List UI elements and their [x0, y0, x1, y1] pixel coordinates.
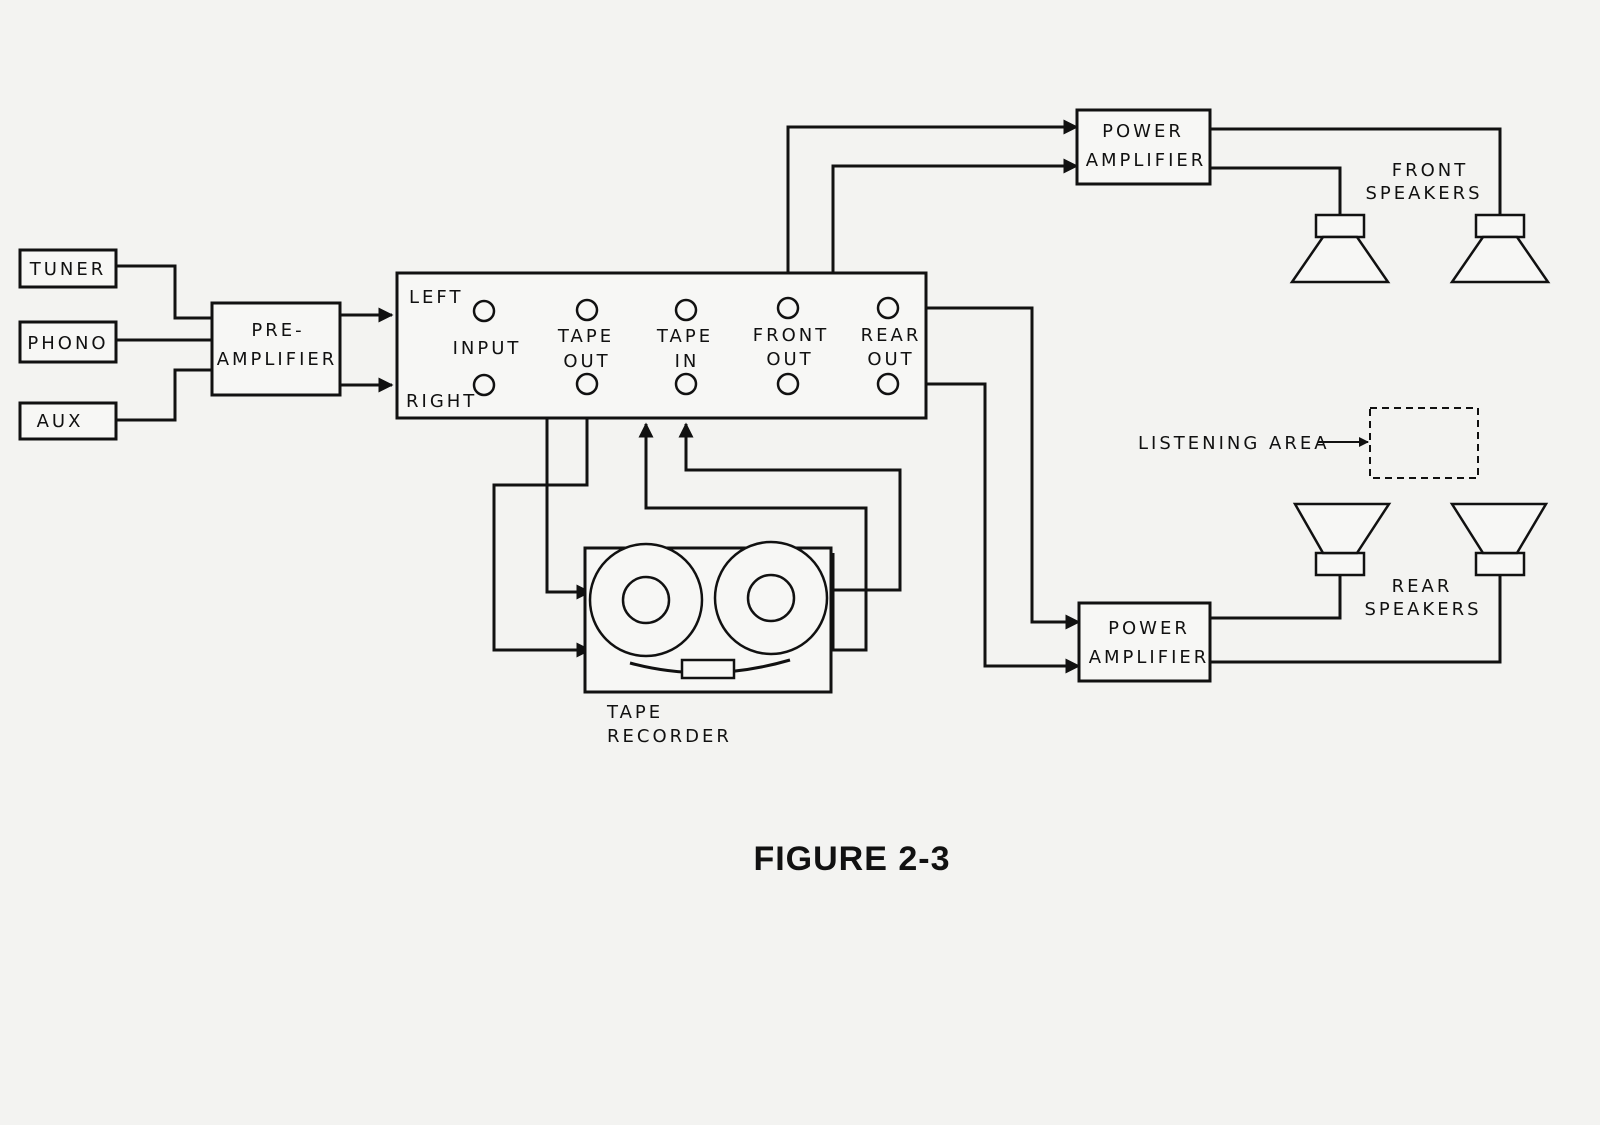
rear-amp-label-line1: POWER	[1108, 618, 1190, 639]
tape-out-label-line1: TAPE	[557, 326, 614, 347]
rear-out-left-jack	[876, 296, 900, 320]
tape-recorder: TAPE RECORDER	[583, 540, 833, 747]
connection-wires	[116, 119, 1502, 674]
front-power-amplifier: POWER AMPLIFIER	[1075, 108, 1212, 186]
tape-head-icon	[680, 658, 736, 680]
front-out-right-jack	[776, 372, 800, 396]
tape-in-label-line2: IN	[675, 351, 700, 372]
front-speaker-right-icon	[1449, 213, 1551, 284]
wire-rear-out-amp-a	[888, 306, 1081, 630]
front-amp-label-line1: POWER	[1102, 121, 1184, 142]
aux-label: AUX	[37, 411, 84, 432]
rear-out-label-line2: OUT	[867, 349, 914, 370]
front-amp-label-line2: AMPLIFIER	[1086, 150, 1207, 171]
input-left-jack	[472, 299, 496, 323]
listening-area-box	[1369, 407, 1479, 479]
left-label: LEFT	[409, 287, 463, 308]
tape-out-left-jack	[575, 298, 599, 322]
aux-box: AUX	[18, 401, 118, 441]
wire-front-out-amp-a	[786, 119, 1079, 308]
rear-amp-label-line2: AMPLIFIER	[1089, 647, 1210, 668]
tape-out-right-jack	[575, 372, 599, 396]
front-out-label-line1: FRONT	[753, 325, 830, 346]
preamplifier-box: PRE- AMPLIFIER	[210, 301, 342, 397]
rear-out-label-line1: REAR	[861, 325, 922, 346]
wire-front-amp-spk1	[1210, 166, 1342, 215]
input-label: INPUT	[453, 338, 522, 359]
tape-recorder-label-line1: TAPE	[606, 702, 663, 723]
preamp-label-line2: AMPLIFIER	[217, 349, 338, 370]
phono-label: PHONO	[27, 333, 108, 354]
phono-box: PHONO	[18, 320, 118, 364]
wire-front-amp-spk2	[1210, 127, 1502, 215]
rear-speaker-left-icon	[1292, 502, 1392, 577]
tape-in-label-line1: TAPE	[656, 326, 713, 347]
front-out-left-jack	[776, 296, 800, 320]
rear-speakers: REAR SPEAKERS	[1292, 502, 1549, 620]
wire-tape-in-right	[678, 422, 902, 592]
rear-out-right-jack	[876, 372, 900, 396]
right-label: RIGHT	[406, 391, 477, 412]
wire-rear-amp-spk2	[1210, 575, 1502, 664]
tape-in-left-jack	[674, 298, 698, 322]
wire-rear-amp-spk1	[1210, 575, 1342, 620]
tuner-box: TUNER	[18, 248, 118, 289]
tape-out-label-line2: OUT	[563, 351, 610, 372]
input-right-jack	[472, 373, 496, 397]
wire-rear-out-amp-b	[888, 382, 1081, 674]
front-speakers-label-line1: FRONT	[1392, 160, 1469, 181]
takeup-reel-hub-icon	[746, 573, 796, 623]
rear-speaker-right-icon	[1449, 502, 1549, 577]
rear-speakers-label-line1: REAR	[1392, 576, 1453, 597]
rear-power-amplifier: POWER AMPLIFIER	[1077, 601, 1212, 683]
wire-tape-out-right	[492, 384, 592, 658]
tuner-label: TUNER	[29, 259, 107, 280]
preamp-label-line1: PRE-	[251, 320, 304, 341]
listening-area: LISTENING AREA	[1138, 407, 1479, 479]
front-speakers-label-line2: SPEAKERS	[1365, 183, 1482, 204]
figure-caption: FIGURE 2-3	[753, 840, 950, 878]
wire-tape-in-left	[638, 422, 868, 652]
listening-area-label: LISTENING AREA	[1138, 433, 1330, 454]
wire-tuner-preamp	[116, 264, 212, 320]
wire-aux-preamp	[116, 368, 212, 422]
tape-recorder-label-line2: RECORDER	[607, 726, 732, 747]
supply-reel-hub-icon	[621, 575, 671, 625]
receiver-panel: LEFT RIGHT INPUT TAPE OUT TAPE IN FRONT …	[395, 271, 928, 420]
rear-speakers-label-line2: SPEAKERS	[1364, 599, 1481, 620]
front-speaker-left-icon	[1289, 213, 1391, 284]
tape-in-right-jack	[674, 372, 698, 396]
front-speakers: FRONT SPEAKERS	[1289, 160, 1551, 284]
front-out-label-line2: OUT	[766, 349, 813, 370]
